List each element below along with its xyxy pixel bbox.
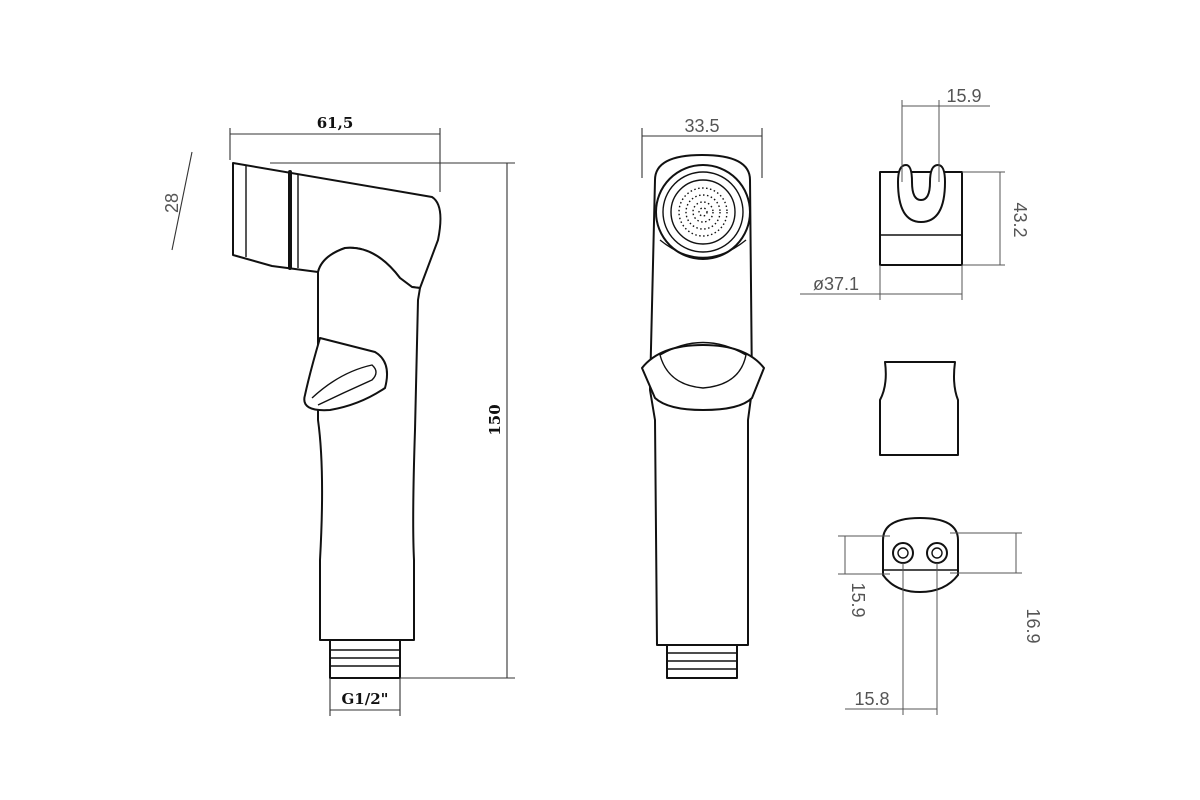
holder-side-view [879,361,959,456]
dim-side-height-label: 28 [162,193,182,213]
screw-hole-right [926,542,948,564]
dim-side-width-label: 61,5 [317,114,354,132]
front-view: 33.5 [641,116,765,679]
dim-thread: G1/2" [329,678,401,716]
front-nozzle-outer [655,164,751,260]
dim-front-width: 33.5 [641,116,763,178]
dim-front-width-label: 33.5 [684,116,719,136]
dim-base-right: 16.9 [950,532,1043,644]
holder-side-body [879,361,959,456]
dim-total-height: 150 [270,162,515,679]
front-trigger [641,344,765,411]
dim-base-width-label: 15.8 [854,689,889,709]
dim-base-left: 15.9 [838,535,890,618]
side-handle [317,246,421,641]
side-thread [329,639,401,679]
dim-holder-top: 15.9 [901,86,990,182]
side-view: 61,5 28 150 G1/2" [162,114,515,716]
dim-side-width: 61,5 [229,114,441,192]
dim-holder-height-label: 43.2 [1010,202,1030,237]
dim-total-height-label: 150 [486,404,504,435]
screw-hole-left [892,542,914,564]
dim-base-right-label: 16.9 [1023,608,1043,643]
dim-holder-height: 43.2 [962,171,1030,266]
dim-base-width: 15.8 [845,563,938,715]
dim-holder-top-label: 15.9 [946,86,981,106]
dim-side-height: 28 [162,151,193,251]
dim-base-left-label: 15.9 [848,582,868,617]
dim-thread-label: G1/2" [342,690,389,708]
dim-holder-diameter: ø37.1 [800,265,963,300]
dim-holder-diameter-label: ø37.1 [813,274,859,294]
base-view: 15.9 16.9 15.8 [838,517,1043,715]
holder-view: 15.9 43.2 ø37.1 [800,86,1030,300]
